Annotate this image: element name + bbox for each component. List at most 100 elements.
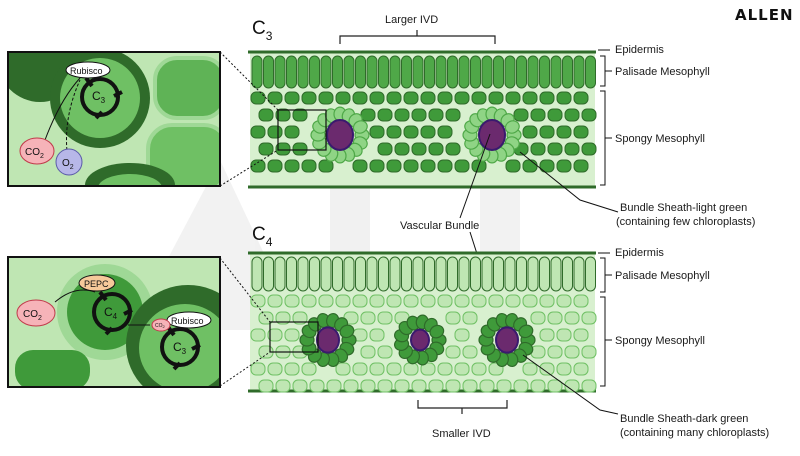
spongy-cell [284,125,300,139]
palisade-cell [516,55,527,89]
spongy-cell [292,142,308,156]
spongy-cell [471,294,487,308]
spongy-cell [309,379,325,393]
spongy-cell [556,294,572,308]
spongy-cell [445,345,461,359]
spongy-cell [522,125,538,139]
spongy-cell [352,159,368,173]
spongy-cell [267,294,283,308]
spongy-cell [335,294,351,308]
spongy-cell [250,362,266,376]
spongy-cell [420,91,436,105]
spongy-cell [394,379,410,393]
vascular-bundle [410,328,430,352]
palisade-cell [355,55,366,89]
spongy-cell [403,91,419,105]
palisade-cell [343,256,355,292]
spongy-cell [564,345,580,359]
spongy-cell [386,362,402,376]
spongy-cell [522,294,538,308]
spongy-cell [369,328,385,342]
spongy-cell [539,125,555,139]
spongy-cell [539,328,555,342]
palisade-cell [332,256,343,292]
spongy-cell [377,311,393,325]
spongy-cell [522,362,538,376]
spongy-cell [564,379,580,393]
co2-c4-molecule [16,299,56,327]
spongy-cell [411,108,427,122]
spongy-cell [360,379,376,393]
c3-palisade-label: Palisade Mesophyll [615,66,710,78]
palisade-cell [562,55,573,89]
spongy-cell [581,379,597,393]
spongy-cell [505,294,521,308]
palisade-cell [481,55,493,89]
palisade-cell [412,55,424,89]
palisade-cell [378,256,389,292]
c3-inset: C3 Rubisco CO2 O2 [7,51,221,187]
palisade-cell [389,256,401,292]
c4-palisade-cells [251,256,596,292]
o2-label: O2 [62,158,74,171]
c4-title: C4 [252,224,273,249]
spongy-cell [386,91,402,105]
spongy-cell [250,159,266,173]
palisade-cell [504,256,516,292]
bundle-sheath-cell [429,324,445,339]
spongy-cell [454,328,470,342]
c3-leaf-section [248,50,597,189]
spongy-cell [377,345,393,359]
spongy-cell [403,362,419,376]
spongy-cell [428,108,444,122]
spongy-cell [318,159,334,173]
c3-title: C3 [252,18,273,43]
spongy-cell [573,328,589,342]
spongy-cell [437,362,453,376]
spongy-cell [539,362,555,376]
spongy-cell [335,362,351,376]
palisade-cell [481,256,493,292]
smaller-ivd-label: Smaller IVD [432,428,491,440]
bundle-sheath-cell [339,324,355,339]
co2-small-label: CO2 [155,323,166,329]
spongy-cell [335,91,351,105]
spongy-cell [411,142,427,156]
spongy-cell [420,362,436,376]
c4-leaf-section [248,251,597,393]
spongy-cell [275,108,291,122]
spongy-cell [318,91,334,105]
spongy-cell [488,294,504,308]
brand-logo: ALLEN [735,6,794,24]
spongy-cell [275,379,291,393]
c4-cycle-icon [92,290,201,371]
c3-spongy-label: Spongy Mesophyll [615,133,705,145]
spongy-cell [267,328,283,342]
palisade-cell [378,55,389,89]
vascular-bundle [495,326,519,354]
spongy-cell [437,91,453,105]
spongy-cell [564,108,580,122]
palisade-cell [263,55,274,89]
spongy-cell [275,142,291,156]
spongy-cell [250,91,266,105]
spongy-cell [284,362,300,376]
spongy-cell [403,159,419,173]
spongy-cell [428,379,444,393]
spongy-cell [581,142,597,156]
spongy-cell [556,328,572,342]
spongy-cell [352,91,368,105]
palisade-cell [286,55,297,89]
spongy-cell [547,142,563,156]
spongy-cell [386,294,402,308]
spongy-cell [369,91,385,105]
o2-molecule [55,148,83,176]
spongy-cell [377,142,393,156]
spongy-cell [275,311,291,325]
spongy-cell [267,125,283,139]
palisade-cell [527,55,539,89]
palisade-cell [585,256,596,292]
spongy-cell [267,159,283,173]
spongy-cell [445,108,461,122]
bundle-sheath-cell [518,324,534,339]
